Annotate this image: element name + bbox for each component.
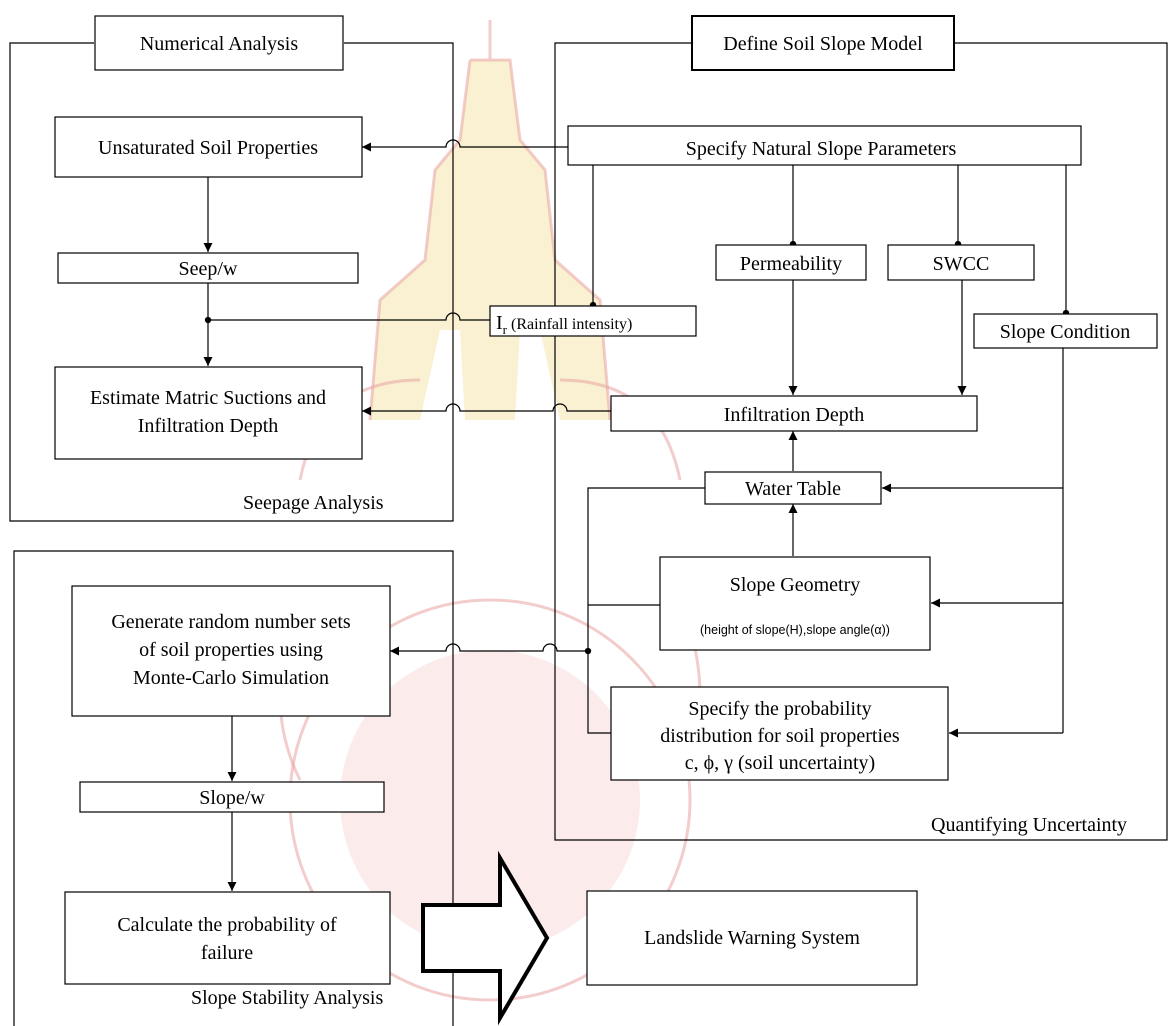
probability-distribution-line1: Specify the probability: [688, 698, 871, 720]
slope-w-label: Slope/w: [199, 787, 265, 809]
water-table-box: [704, 471, 882, 505]
unsaturated-soil-properties-label: Unsaturated Soil Properties: [98, 137, 318, 159]
calculate-probability-box: [64, 891, 391, 985]
slope-geometry-box: [659, 556, 931, 651]
numerical-analysis-title: Numerical Analysis: [140, 33, 299, 55]
slope-condition-box: [973, 313, 1158, 349]
specify-natural-slope-parameters-label: Specify Natural Slope Parameters: [686, 138, 957, 160]
numerical-analysis-frame: [9, 42, 454, 522]
unsaturated-soil-properties-box: [54, 116, 363, 178]
big-right-arrow-icon: [421, 850, 550, 1026]
rainfall-intensity-subscript: r: [503, 322, 508, 337]
permeability-label: Permeability: [740, 253, 842, 275]
probability-distribution-line3: c, ϕ, γ (soil uncertainty): [685, 752, 875, 774]
calculate-probability-line2: failure: [201, 942, 253, 964]
generate-random-number-sets-box: [71, 585, 391, 717]
estimate-matric-suctions-label-line2: Infiltration Depth: [138, 415, 279, 437]
slope-geometry-detail: (height of slope(H),slope angle(α)): [700, 623, 890, 637]
define-soil-slope-model-title: Define Soil Slope Model: [723, 33, 923, 55]
slope-condition-label: Slope Condition: [1000, 321, 1131, 343]
seep-w-label: Seep/w: [179, 258, 238, 280]
slope-stability-analysis-label: Slope Stability Analysis: [191, 987, 383, 1009]
define-soil-slope-model-frame: [554, 42, 1168, 841]
water-table-label: Water Table: [745, 478, 841, 500]
rainfall-intensity-text: (Rainfall intensity): [507, 316, 632, 333]
permeability-box: [715, 244, 867, 281]
probability-distribution-line2: distribution for soil properties: [660, 725, 900, 747]
estimate-matric-suctions-box: [54, 366, 363, 460]
slope-stability-frame: [13, 550, 454, 1026]
connectors: [203, 139, 1070, 891]
seep-w-box: [57, 252, 359, 284]
seepage-analysis-label: Seepage Analysis: [243, 492, 384, 514]
rainfall-intensity-symbol: I: [496, 312, 503, 334]
rainfall-intensity-label: Ir (Rainfall intensity): [496, 312, 632, 337]
slope-w-box: [79, 781, 385, 813]
estimate-matric-suctions-label-line1: Estimate Matric Suctions and: [90, 387, 326, 409]
infiltration-depth-label: Infiltration Depth: [724, 404, 865, 426]
landslide-warning-system-box: [586, 890, 918, 986]
slope-geometry-label: Slope Geometry: [730, 574, 861, 596]
rainfall-intensity-box: [489, 305, 697, 337]
define-soil-slope-model-title-box: [691, 15, 955, 71]
numerical-analysis-title-box: [94, 15, 344, 71]
swcc-box: [887, 244, 1035, 281]
swcc-label: SWCC: [933, 253, 990, 275]
generate-random-number-sets-line3: Monte-Carlo Simulation: [133, 667, 329, 689]
calculate-probability-line1: Calculate the probability of: [117, 914, 337, 936]
generate-random-number-sets-line1: Generate random number sets: [111, 611, 351, 633]
specify-natural-slope-parameters-box: [567, 125, 1082, 166]
infiltration-depth-box: [610, 395, 978, 432]
landslide-warning-system-label: Landslide Warning System: [644, 927, 860, 949]
probability-distribution-box: [610, 686, 949, 781]
generate-random-number-sets-line2: of soil properties using: [139, 639, 323, 661]
quantifying-uncertainty-label: Quantifying Uncertainty: [931, 814, 1127, 836]
